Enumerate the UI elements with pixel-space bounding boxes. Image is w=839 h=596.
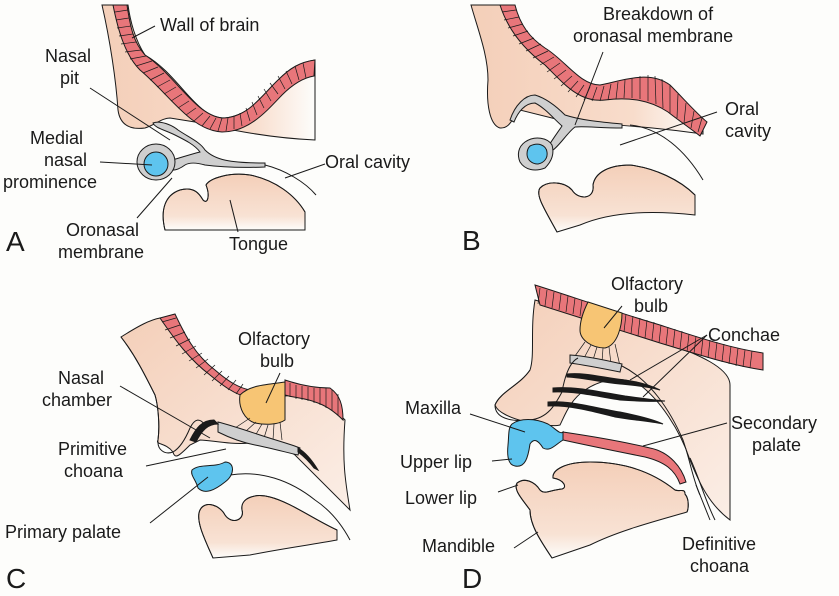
panel-b-lower-jaw [538, 164, 696, 233]
panel-d-lower-jaw [515, 461, 689, 559]
panel-a-label-tongue: Tongue [229, 234, 288, 254]
panel-b-label-breakdown-1: Breakdown of [603, 4, 714, 24]
panel-d-leader-lower-lip [497, 484, 519, 493]
panel-b-letter: B [462, 225, 481, 256]
panel-c-label-nasal-chamber-1: Nasal [58, 368, 104, 388]
panel-a-label-oronasal-2: membrane [58, 242, 144, 262]
panel-a: Wall of brain Nasal pit Medial nasal pro… [3, 4, 410, 262]
panel-d-label-mandible: Mandible [422, 536, 495, 556]
panel-a-leader-oronasal [136, 177, 173, 219]
panel-a-label-medial-3: prominence [3, 172, 97, 192]
panel-b-brain-stripes [501, 9, 703, 133]
panel-d-leader-definitive [695, 484, 711, 521]
panel-a-leader-oral [284, 163, 326, 179]
panel-b-nasal-epithelium [509, 94, 623, 151]
panel-d-brain-stripes [537, 287, 753, 369]
panel-a-label-medial-2: nasal [44, 150, 87, 170]
panel-b-mesenchyme [470, 4, 704, 135]
panel-a-tongue [162, 173, 306, 231]
panel-c-leader-primary-palate [149, 476, 209, 524]
panel-d-label-definitive-1: Definitive [682, 534, 756, 554]
panel-d-label-secondary-1: Secondary [731, 413, 817, 433]
panel-b-label-breakdown-2: oronasal membrane [573, 26, 733, 46]
panel-a-brain-wall [112, 4, 316, 133]
panel-d-label-olfactory-1: Olfactory [611, 274, 683, 294]
panel-a-label-oral-cavity: Oral cavity [325, 152, 410, 172]
panel-c-brain-stripes [161, 317, 339, 415]
panel-a-label-oronasal-1: Oronasal [66, 220, 139, 240]
panel-d-leader-conchae-1 [629, 334, 708, 381]
panel-c-label-primitive-1: Primitive [58, 439, 127, 459]
panel-d-secondary-palate [562, 431, 687, 485]
panel-d-label-upper-lip: Upper lip [400, 452, 472, 472]
panel-c-letter: C [6, 563, 26, 594]
panel-d-label-secondary-2: palate [752, 435, 801, 455]
panel-c-nasal-epithelium [217, 421, 301, 456]
panel-a-brain-stripes [114, 9, 307, 132]
panel-d-leader-maxilla [469, 413, 526, 433]
panel-d-label-maxilla: Maxilla [405, 398, 462, 418]
panel-d-maxilla [507, 419, 564, 467]
panel-d-olfactory-bulb [579, 301, 623, 349]
panel-d-label-conchae: Conchae [708, 325, 780, 345]
panel-a-letter: A [6, 226, 25, 257]
panel-c-mesenchyme [120, 317, 351, 512]
panel-c-leader-olfactory [265, 372, 281, 404]
panel-d: Olfactory bulb Conchae Maxilla Secondary… [400, 274, 817, 594]
panel-a-leader-wall [131, 25, 156, 39]
panel-c-leader-nasal-chamber [119, 385, 211, 439]
panel-d-letter: D [462, 563, 482, 594]
panel-d-concha-2 [552, 387, 666, 402]
panel-b-leader-breakdown [574, 51, 604, 126]
panel-c-label-primary-palate: Primary palate [5, 522, 121, 542]
panel-c: Olfactory bulb Nasal chamber Primitive c… [5, 313, 351, 594]
panel-c-leader-primitive [145, 448, 227, 467]
panel-c-lower-jaw [198, 495, 338, 559]
panel-c-olfactory-bulb [239, 381, 286, 425]
panel-d-label-definitive-2: choana [690, 556, 750, 576]
panel-b-medial-nasal-prominence [526, 143, 548, 165]
panel-a-label-wall-of-brain: Wall of brain [160, 15, 259, 35]
panel-a-label-nasal-pit-2: pit [60, 68, 79, 88]
panel-b-label-oral-1: Oral [725, 99, 759, 119]
panel-c-label-olfactory-2: bulb [260, 351, 294, 371]
panel-a-leader-tongue [229, 199, 239, 233]
panel-b-brain-wall [499, 4, 708, 137]
panel-b-leader-oral [619, 111, 718, 146]
panel-a-leader-nasal-pit [89, 87, 171, 141]
panel-a-label-medial-1: Medial [30, 128, 83, 148]
panel-c-label-nasal-chamber-2: chamber [42, 390, 112, 410]
panel-a-medial-nasal-prominence [143, 151, 169, 177]
panel-d-concha-1 [566, 373, 661, 391]
panel-a-nasal-epithelium [152, 121, 266, 171]
panel-d-leader-upper-lip [491, 458, 513, 462]
panel-c-primary-palate [191, 461, 233, 492]
panel-d-leader-mandible [513, 531, 539, 549]
panel-c-label-primitive-2: choana [64, 461, 124, 481]
panel-b-label-oral-2: cavity [725, 121, 771, 141]
panel-d-olfactory-epithelium [569, 354, 623, 373]
panel-d-leader-conchae-2 [642, 334, 708, 398]
panel-d-concha-3 [547, 401, 664, 425]
panel-d-leader-secondary [642, 422, 728, 447]
panel-a-label-nasal-pit-1: Nasal [45, 46, 91, 66]
panel-a-leader-medial [99, 161, 153, 166]
panel-b: Breakdown of oronasal membrane Oral cavi… [462, 4, 771, 256]
panel-d-leader-olfactory [603, 305, 623, 329]
panel-d-label-olfactory-2: bulb [634, 296, 668, 316]
panel-d-label-lower-lip: Lower lip [405, 488, 477, 508]
panel-c-label-olfactory-1: Olfactory [238, 329, 310, 349]
